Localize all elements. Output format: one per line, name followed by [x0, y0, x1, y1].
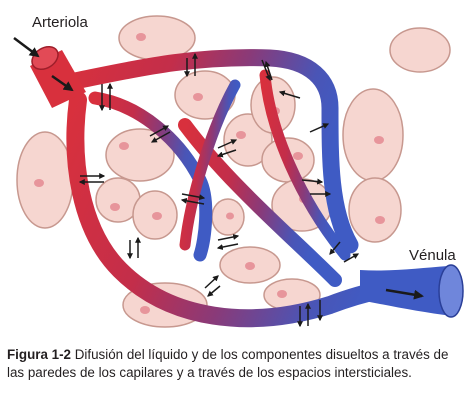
tissue-cell	[16, 131, 74, 229]
arrow-icon	[13, 37, 40, 58]
capillary-inner-mid	[178, 118, 342, 287]
tissue-cell	[219, 246, 281, 284]
caption-text: Difusión del líquido y de los componente…	[7, 347, 449, 380]
venule	[360, 264, 464, 318]
arrow-icon	[385, 288, 424, 300]
tissue-cell	[389, 27, 451, 73]
venula-label: Vénula	[409, 247, 456, 264]
tissue-cell	[348, 177, 402, 243]
capillary-right-branch	[259, 69, 351, 261]
tissue-cell	[342, 88, 404, 182]
figure-number: Figura 1-2	[7, 347, 71, 362]
diffusion-arrows	[78, 52, 360, 328]
capillary-diagram	[13, 15, 464, 328]
arrow-icon	[51, 74, 74, 92]
capillary-inner-right	[179, 79, 241, 251]
arteriola-label: Arteriola	[32, 14, 88, 31]
flow-arrows	[13, 37, 424, 300]
tissue-cell	[118, 15, 196, 61]
tissue-cell	[211, 198, 245, 236]
capillary-top	[61, 49, 359, 254]
tissue-cell	[132, 190, 178, 240]
figure-caption: Figura 1-2 Difusión del líquido y de los…	[7, 346, 469, 381]
